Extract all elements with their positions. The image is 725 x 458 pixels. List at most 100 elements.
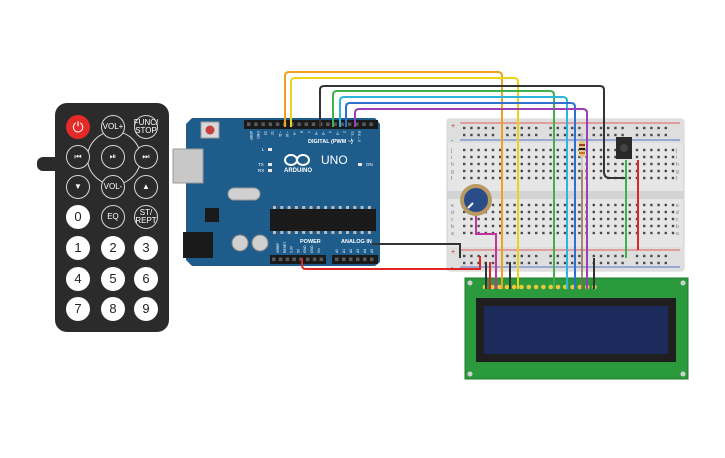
capacitor-1: [231, 234, 249, 252]
lcd-pin: [570, 284, 575, 290]
lcd-pin: [577, 284, 583, 290]
power-pin-label: 5V: [296, 248, 300, 253]
wire-yellow: [290, 77, 519, 289]
lcd-pin: [533, 284, 539, 290]
digital-label: DIGITAL (PWM ~): [308, 139, 353, 145]
arduino-brand: ARDUINO: [284, 168, 312, 174]
power-pin-label: 3.3V: [290, 245, 294, 253]
remote-button-num-8[interactable]: 8: [101, 297, 125, 321]
power-label: POWER: [300, 239, 321, 245]
wire-blue: [345, 102, 576, 289]
digital-pin-label: ~9: [292, 131, 296, 135]
breadboard-row-letter: i: [451, 155, 452, 161]
remote-button-num-4[interactable]: 4: [66, 267, 90, 291]
usb-connector: [172, 148, 204, 184]
remote-button-num-1[interactable]: 1: [66, 236, 90, 260]
rail-sign-minus-top: -: [451, 138, 454, 145]
arduino-model: UNO: [321, 153, 348, 167]
breadboard-row-letter: c: [451, 217, 454, 223]
wire-cyan: [339, 96, 568, 289]
lcd-pin: [490, 284, 495, 290]
arduino-uno-board[interactable]: DIGITAL (PWM ~) ARDUINO UNO ON L TX RX P…: [172, 118, 380, 266]
power-pin-label: GND: [310, 245, 314, 253]
lcd-pin: [497, 284, 502, 290]
digital-pin-label: 8: [299, 131, 303, 133]
rx-label: RX: [258, 168, 264, 173]
potentiometer[interactable]: [460, 184, 492, 216]
remote-ir-emitter: [37, 157, 57, 171]
analog-pin-label: A4: [363, 249, 367, 253]
wire-green: [332, 90, 555, 289]
analog-pin-label: A2: [349, 249, 353, 253]
remote-button-num-0[interactable]: 0: [66, 205, 90, 229]
remote-button-vol-up[interactable]: VOL+: [101, 115, 125, 139]
remote-button-next[interactable]: ⏭: [134, 145, 158, 169]
digital-pin-label: RX←0: [357, 131, 361, 142]
breadboard-row-letter: c: [676, 217, 679, 223]
crystal: [227, 187, 261, 201]
digital-pin-label: 4: [328, 131, 332, 133]
digital-pin-label: ~3: [335, 131, 339, 135]
breadboard-row-letter: h: [451, 162, 454, 168]
analog-pin-label: A3: [356, 249, 360, 253]
breadboard-row-letter: a: [676, 231, 679, 237]
wire-red: [301, 256, 481, 270]
remote-button-power[interactable]: ⏻: [66, 115, 90, 139]
remote-button-num-5[interactable]: 5: [101, 267, 125, 291]
digital-pin-label: 12: [271, 131, 275, 135]
remote-button-num-7[interactable]: 7: [66, 297, 90, 321]
breadboard-row-letter: b: [451, 224, 454, 230]
breadboard-row-letter: f: [676, 176, 678, 182]
lcd-pin: [548, 284, 553, 290]
breadboard-row-letter: e: [676, 203, 679, 209]
digital-pin-label: ~10: [285, 131, 289, 137]
remote-button-num-9[interactable]: 9: [134, 297, 158, 321]
analog-pin-label: A1: [342, 249, 346, 253]
breadboard-row-letter: i: [676, 155, 677, 161]
digital-pin-label: GND: [256, 131, 260, 139]
power-pin-label: IOREF: [276, 243, 280, 253]
remote-button-prev[interactable]: ⏮: [66, 145, 90, 169]
wire-black-top: [319, 85, 627, 179]
lcd-pin: [541, 284, 546, 290]
remote-button-num-2[interactable]: 2: [101, 236, 125, 260]
analog-pin-label: A5: [370, 249, 374, 253]
lcd-pin: [555, 284, 561, 290]
wire-purple: [354, 108, 588, 289]
wire-magenta: [475, 216, 497, 289]
digital-pin-label: AREF: [249, 131, 253, 141]
breadboard-row-letter: j: [450, 148, 452, 154]
digital-pin-label: 2: [343, 131, 347, 133]
remote-button-num-6[interactable]: 6: [134, 267, 158, 291]
remote-button-num-3[interactable]: 3: [134, 236, 158, 260]
remote-button-down[interactable]: ▼: [66, 175, 90, 199]
remote-button-eq[interactable]: EQ: [101, 205, 125, 229]
remote-button-up[interactable]: ▲: [134, 175, 158, 199]
remote-button-vol-down[interactable]: VOL-: [101, 175, 125, 199]
analog-label: ANALOG IN: [341, 239, 372, 245]
lcd-pin: [526, 284, 532, 290]
power-header: [270, 255, 326, 264]
digital-pin-label: ~5: [321, 131, 325, 135]
digital-pin-label: 7: [307, 131, 311, 133]
breadboard-row-letter: b: [676, 224, 679, 230]
lcd-16x2[interactable]: [464, 277, 689, 380]
breadboard-row-letter: g: [451, 169, 454, 175]
rail-sign-plus-bottom: +: [451, 249, 455, 256]
breadboard-row-letter: f: [451, 176, 453, 182]
analog-header: [332, 255, 378, 264]
l-label: L: [262, 147, 265, 152]
remote-button-func-stop[interactable]: FUNC/ STOP: [134, 115, 158, 139]
power-pin-label: RESET: [283, 242, 287, 253]
remote-button-play-pause[interactable]: ⏯: [101, 145, 125, 169]
lcd-pin: [504, 284, 510, 290]
digital-pin-label: ~11: [278, 131, 282, 137]
capacitor-2: [251, 234, 269, 252]
remote-button-st-rept[interactable]: ST/ REPT: [134, 205, 158, 229]
rail-sign-plus-top: +: [451, 123, 455, 130]
resistor: [579, 133, 585, 170]
digital-pin-label: 13: [263, 131, 267, 135]
breadboard-row-letter: h: [676, 162, 679, 168]
lcd-pin: [519, 284, 524, 290]
wire-orange: [284, 71, 503, 289]
